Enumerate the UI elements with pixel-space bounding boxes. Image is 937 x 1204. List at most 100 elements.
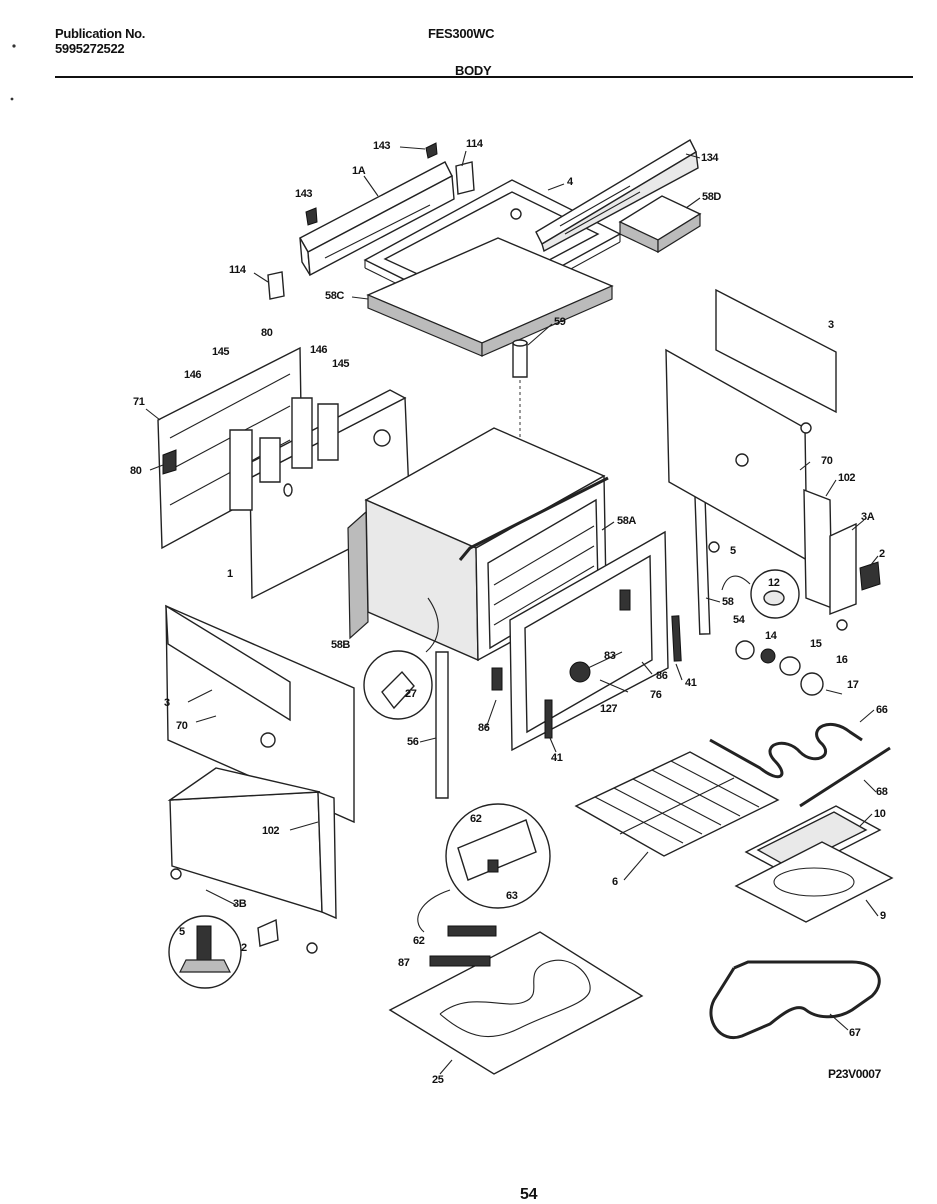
callout-label: 134 <box>701 152 719 164</box>
callout-label: 27 <box>405 688 417 700</box>
bracket-part <box>456 162 474 194</box>
callout-label: 10 <box>874 808 886 820</box>
callout-label: 80 <box>261 327 273 339</box>
callout-label: 143 <box>295 188 313 200</box>
oven-rack-part <box>576 752 778 856</box>
spacer-part <box>513 340 527 377</box>
callout-label: 58A <box>617 515 636 527</box>
callout-label: 5 <box>179 926 185 938</box>
callout-label: 102 <box>262 825 280 837</box>
callout-label: 143 <box>373 140 391 152</box>
callout-label: 58C <box>325 290 344 302</box>
callout-label: 14 <box>765 630 777 642</box>
callout-label: 58D <box>702 191 721 203</box>
left-lower-panel-part <box>166 606 354 822</box>
callout-label: 16 <box>836 654 848 666</box>
callout-label: 58 <box>722 596 734 608</box>
trim-strip-part <box>436 652 448 798</box>
gasket-part <box>460 478 608 560</box>
insulation-block-part <box>620 196 700 252</box>
callout-label: 127 <box>600 703 618 715</box>
callout-label: 114 <box>466 138 483 150</box>
callout-label: 80 <box>130 465 142 477</box>
callout-label: 70 <box>821 455 833 467</box>
callout-label: 4 <box>567 176 573 188</box>
broil-element-part <box>711 962 879 1038</box>
clip-part <box>426 143 437 158</box>
callout-label: 5 <box>730 545 736 557</box>
bracket-part <box>258 920 278 946</box>
callout-label: 1 <box>227 568 233 580</box>
strip-part <box>545 700 552 738</box>
callout-label: 54 <box>733 614 745 626</box>
callout-label: 41 <box>685 677 697 689</box>
margin-mark <box>12 44 16 48</box>
vent-bar-part <box>536 140 698 251</box>
screw-part <box>826 690 842 694</box>
callout-label: 145 <box>332 358 350 370</box>
callout-label: 3A <box>861 511 875 523</box>
oven-cavity-part <box>348 428 606 660</box>
callout-label: 63 <box>506 890 518 902</box>
callout-label: 41 <box>551 752 563 764</box>
publication-label: Publication No. <box>55 26 146 41</box>
callout-label: 102 <box>838 472 856 484</box>
callout-label: 146 <box>184 369 202 381</box>
clip-part <box>306 208 317 225</box>
clip-part <box>430 956 490 966</box>
callout-label: 114 <box>229 264 246 276</box>
publication-number: 5995272522 <box>55 41 125 56</box>
callout-label: 62 <box>470 813 482 825</box>
bottom-panel-part <box>390 932 642 1074</box>
callout-label: 3 <box>828 319 834 331</box>
detail-27 <box>364 598 438 719</box>
leader-lines <box>146 147 878 1074</box>
callout-label: 145 <box>212 346 230 358</box>
callout-label: 67 <box>849 1027 861 1039</box>
bracket-part <box>268 272 284 299</box>
section-title: BODY <box>455 63 492 78</box>
margin-mark <box>10 97 14 101</box>
bake-element-part <box>710 724 862 776</box>
callout-label: 58B <box>331 639 350 651</box>
leveler-part <box>307 943 317 953</box>
callout-label: 2 <box>879 548 885 560</box>
header-rule <box>55 76 913 78</box>
callout-label: 86 <box>656 670 668 682</box>
bracket-part <box>804 490 832 608</box>
callout-label: 70 <box>176 720 188 732</box>
page-number: 54 <box>520 1186 538 1203</box>
callout-label: 71 <box>133 396 145 408</box>
model-number: FES300WC <box>428 26 495 41</box>
strip-part <box>672 616 681 661</box>
callout-label: 66 <box>876 704 888 716</box>
callout-label: 1A <box>352 165 366 177</box>
ring-part <box>761 649 775 663</box>
rod-part <box>800 748 890 806</box>
callout-label: 56 <box>407 736 419 748</box>
front-frame-part <box>492 532 668 750</box>
clip-part <box>860 562 880 590</box>
top-trim-part <box>300 162 454 275</box>
light-lens-part <box>736 641 754 659</box>
leveler-part <box>837 620 847 630</box>
callout-label: 59 <box>554 316 566 328</box>
callout-label: 17 <box>847 679 859 691</box>
callout-label: 68 <box>876 786 888 798</box>
top-insulation-part <box>368 238 612 356</box>
callout-label: 15 <box>810 638 822 650</box>
leveler-part <box>709 542 719 552</box>
callout-label: 3 <box>164 697 170 709</box>
callout-label: 83 <box>604 650 616 662</box>
callout-label: 3B <box>233 898 247 910</box>
right-side-panel-part <box>666 290 836 560</box>
callout-label: 9 <box>880 910 886 922</box>
detail-5 <box>169 916 241 988</box>
callout-label: 12 <box>768 577 780 589</box>
rear-panel-part <box>230 390 410 598</box>
bulb-part <box>780 657 800 675</box>
callout-label: 2 <box>241 942 247 954</box>
callout-label: 25 <box>432 1074 444 1086</box>
detail-62 <box>418 804 550 932</box>
